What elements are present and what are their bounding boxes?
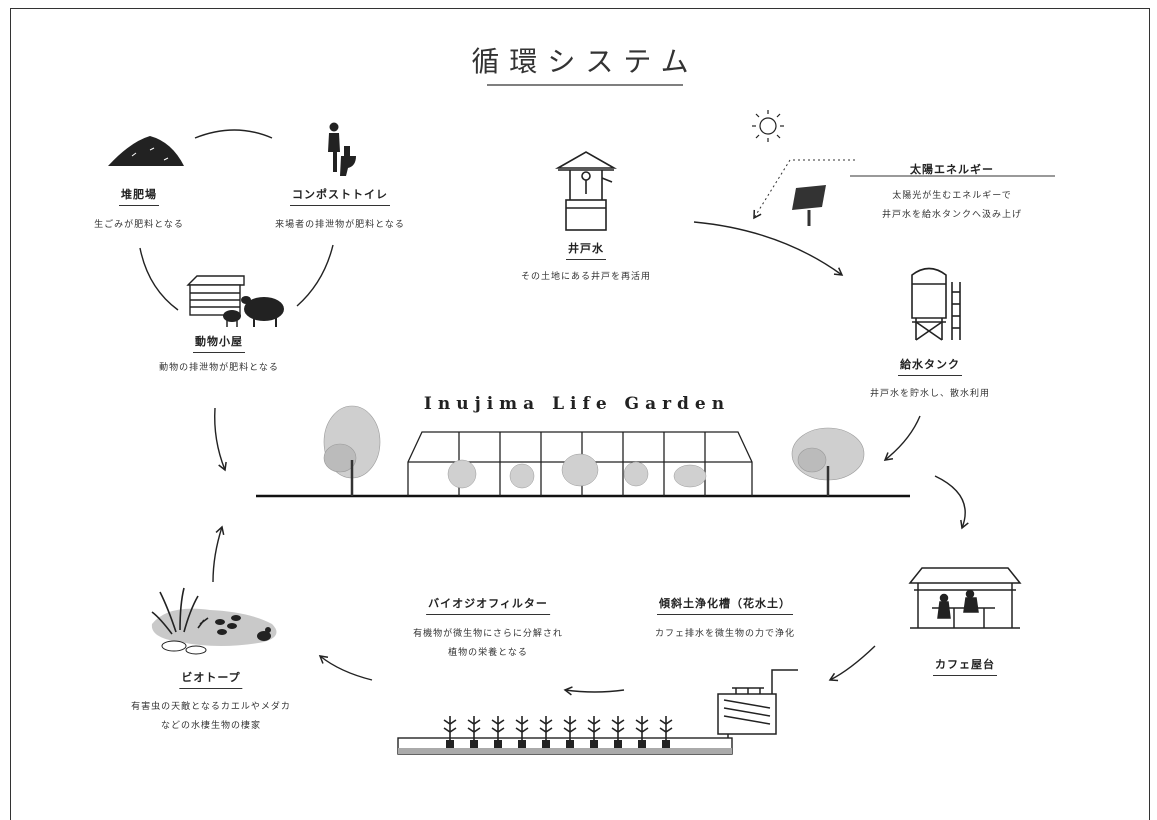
person-toilet-icon: [328, 122, 356, 176]
tree-icon: [323, 405, 381, 496]
compost-title: 堆肥場: [119, 186, 159, 206]
page-frame: [10, 8, 1150, 820]
well-desc: その土地にある井戸を再活用: [520, 272, 652, 282]
barn-title: 動物小屋: [193, 333, 245, 353]
biotope-desc-line-2: などの水棲生物の棲家: [160, 721, 262, 731]
planter-bed-icon: [397, 716, 733, 755]
toilet-title: コンポストトイレ: [290, 186, 390, 206]
compost-toilet-connector: [194, 129, 273, 139]
biotope-title: ビオトープ: [179, 669, 243, 689]
biotope-to-garden-arrow: [212, 525, 225, 583]
tank-desc: 井戸水を貯水し、散水利用: [869, 389, 991, 399]
filter-to-biotope-arrow-2: [318, 655, 373, 681]
slope-title: 傾斜土浄化槽（花水土）: [657, 595, 793, 615]
page-title: 循環システム: [471, 45, 699, 78]
water-tank-icon: [911, 267, 961, 341]
biotope-desc-line-1: 有害虫の天敵となるカエルやメダカ: [131, 702, 291, 712]
solar-desc-line-2: 井戸水を給水タンクへ汲み上げ: [881, 210, 1023, 220]
cafe-title: カフェ屋台: [933, 656, 997, 676]
biotope-pond-icon: [151, 587, 277, 655]
tank-to-garden-arrow: [883, 415, 921, 461]
bio-filter-desc-line-1: 有機物が微生物にさらに分解され: [413, 629, 563, 639]
bio-filter-title: バイオジオフィルター: [426, 595, 550, 615]
greenhouse-icon: [407, 431, 753, 496]
cafe-stall-icon: [908, 567, 1022, 629]
bio-filter-desc-line-2: 植物の栄養となる: [448, 648, 528, 658]
solar-title: 太陽エネルギー: [910, 163, 994, 176]
garden-to-cafe-arrow: [934, 475, 969, 530]
tree-icon: [791, 427, 865, 496]
well-icon: [554, 151, 618, 231]
well-to-tank-arrow: [693, 221, 844, 276]
well-title: 井戸水: [566, 240, 606, 260]
tank-title: 給水タンク: [898, 356, 962, 376]
sun-icon: [752, 110, 784, 142]
barn-sheep-icon: [186, 275, 284, 327]
garden-label: Inujima Life Garden: [423, 394, 731, 414]
solar-panel-icon: [792, 185, 826, 226]
barn-desc: 動物の排泄物が肥料となる: [159, 363, 279, 373]
solar-desc-line-1: 太陽光が生むエネルギーで: [892, 191, 1012, 201]
compost-barn-connector: [139, 247, 179, 311]
filter-to-biotope-arrow: [563, 686, 625, 696]
purification-tank-icon: [717, 669, 798, 742]
slope-desc: カフェ排水を微生物の力で浄化: [654, 629, 796, 639]
toilet-desc: 来場者の排泄物が肥料となる: [275, 220, 405, 230]
compost-pile-icon: [108, 136, 184, 166]
sunbeam-dotted-arrow: [753, 159, 855, 220]
compost-desc: 生ごみが肥料となる: [94, 220, 184, 230]
toilet-barn-connector: [296, 244, 334, 307]
barn-to-garden-arrow: [214, 407, 227, 472]
cafe-to-tank-arrow: [828, 645, 876, 682]
